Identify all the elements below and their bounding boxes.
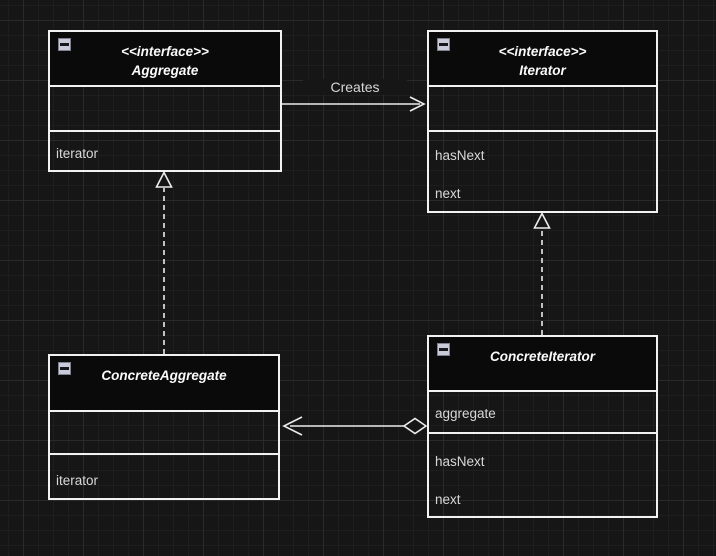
attributes-compartment: aggregate [429,390,656,432]
class-title-bar: <<interface>> Aggregate [50,32,280,85]
aggregation-edge[interactable] [282,416,428,436]
attributes-compartment [50,85,280,130]
methods-compartment: hasNext next [429,130,656,211]
collapse-minus-icon[interactable] [58,38,71,51]
attribute-item: aggregate [435,405,496,421]
collapse-minus-icon[interactable] [437,38,450,51]
methods-compartment: hasNext next [429,432,656,516]
open-arrowhead-icon [409,96,426,112]
class-title-bar: ConcreteIterator [429,337,656,390]
class-box-concrete-aggregate[interactable]: ConcreteAggregate iterator [48,354,280,500]
minus-glyph [60,43,69,46]
class-title-bar: ConcreteAggregate [50,356,278,410]
methods-compartment: iterator [50,453,278,498]
attributes-compartment [50,410,278,453]
edge-label-creates[interactable]: Creates [303,79,407,95]
class-name: ConcreteIterator [489,349,596,364]
class-box-concrete-iterator[interactable]: ConcreteIterator aggregate hasNext next [427,335,658,518]
class-box-iterator[interactable]: <<interface>> Iterator hasNext next [427,30,658,213]
method-item: next [435,185,461,201]
method-item: hasNext [435,453,485,469]
class-name: Iterator [519,63,566,78]
minus-glyph [439,348,448,351]
method-item: hasNext [435,147,485,163]
method-item: iterator [56,145,99,161]
hollow-diamond-icon [402,417,428,435]
hollow-triangle-arrowhead-icon [155,170,173,188]
collapse-minus-icon[interactable] [437,343,450,356]
class-stereotype: <<interface>> [121,44,209,59]
attributes-compartment [429,85,656,130]
class-stereotype: <<interface>> [498,44,587,59]
methods-compartment: iterator [50,130,280,170]
class-name: ConcreteAggregate [101,368,227,383]
minus-glyph [439,43,448,46]
collapse-minus-icon[interactable] [58,362,71,375]
realization-edge-concrete-iterator[interactable] [533,211,551,336]
class-title-bar: <<interface>> Iterator [429,32,656,85]
class-name: Aggregate [131,63,199,78]
hollow-triangle-arrowhead-icon [533,211,551,229]
open-arrowhead-icon [282,416,303,436]
method-item: next [435,491,461,507]
realization-edge-concrete-aggregate[interactable] [155,170,173,355]
creates-edge[interactable] [282,96,426,112]
method-item: iterator [56,472,99,488]
class-box-aggregate[interactable]: <<interface>> Aggregate iterator [48,30,282,172]
minus-glyph [60,367,69,370]
